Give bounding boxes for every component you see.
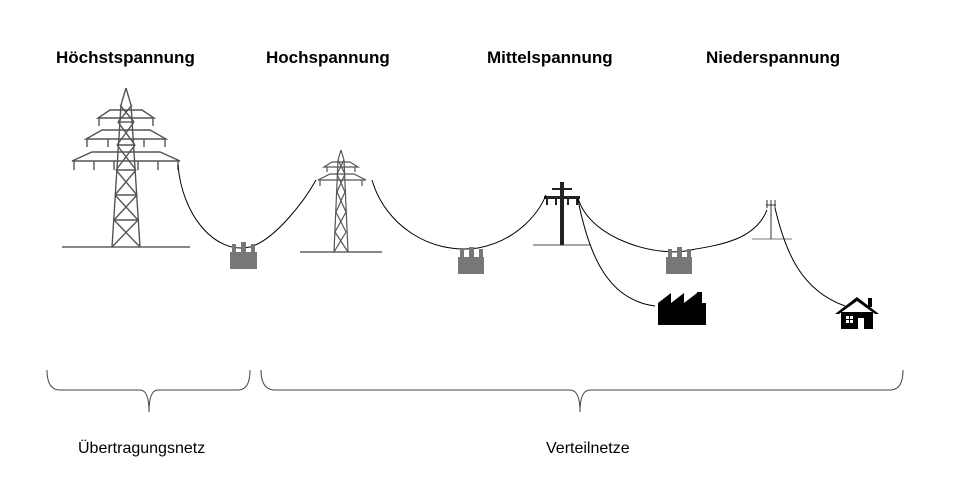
house-icon — [835, 297, 879, 329]
level-title-hochspannung: Hochspannung — [266, 48, 390, 67]
low-voltage-pole-icon — [752, 200, 792, 240]
level-title-hoechstspannung: Höchstspannung — [56, 48, 195, 67]
transformer-icon — [458, 247, 484, 274]
power-lines — [177, 164, 846, 307]
group-label-transmission: Übertragungsnetz — [78, 440, 206, 457]
extra-high-voltage-tower-icon — [62, 87, 190, 248]
level-title-mittelspannung: Mittelspannung — [487, 48, 613, 67]
level-title-niederspannung: Niederspannung — [706, 48, 841, 67]
brace-transmission — [46, 369, 251, 413]
high-voltage-tower-icon — [300, 149, 382, 253]
medium-voltage-pole-icon — [533, 182, 590, 246]
transformer-icon — [666, 247, 692, 274]
group-label-distribution: Verteilnetze — [546, 440, 630, 457]
transformer-icon — [230, 242, 257, 269]
brace-distribution — [260, 369, 904, 413]
factory-icon — [658, 292, 706, 325]
